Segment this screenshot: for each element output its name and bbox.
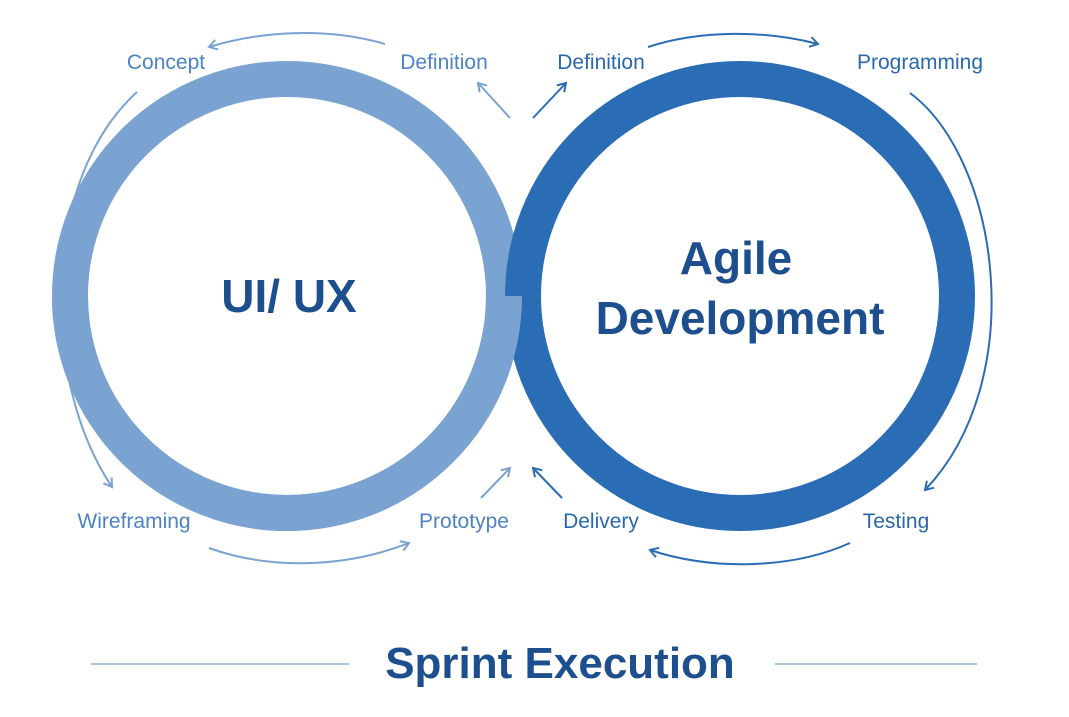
label-testing: Testing [863,510,930,533]
agile-title-line2: Development [596,292,885,344]
ui-ux-title: UI/ UX [221,270,357,322]
agile-development-ring [505,61,975,531]
ui-ux-ring-overlap [52,296,522,531]
center-to-left-definition-arrow [476,81,511,119]
agile-title-line1: Agile [680,232,792,284]
label-right-definition: Definition [557,51,645,74]
center-to-right-definition-arrow [532,81,568,119]
label-concept: Concept [127,51,205,74]
left-prototype-to-center-arrow [480,466,512,499]
label-prototype: Prototype [419,510,509,533]
label-left-definition: Definition [400,51,488,74]
label-wireframing: Wireframing [77,510,190,533]
sprint-execution-title: Sprint Execution [385,639,735,688]
wireframing-to-prototype-arrow [208,540,411,565]
programming-to-testing-arrow [909,92,993,492]
label-programming: Programming [857,51,983,74]
concept-to-wireframing-arrow [59,91,138,489]
testing-to-delivery-arrow [648,542,851,566]
definition-to-programming-arrow [647,32,820,48]
right-delivery-to-center-arrow [531,466,563,499]
definition-to-concept-arrow [207,32,386,51]
label-delivery: Delivery [563,510,639,533]
